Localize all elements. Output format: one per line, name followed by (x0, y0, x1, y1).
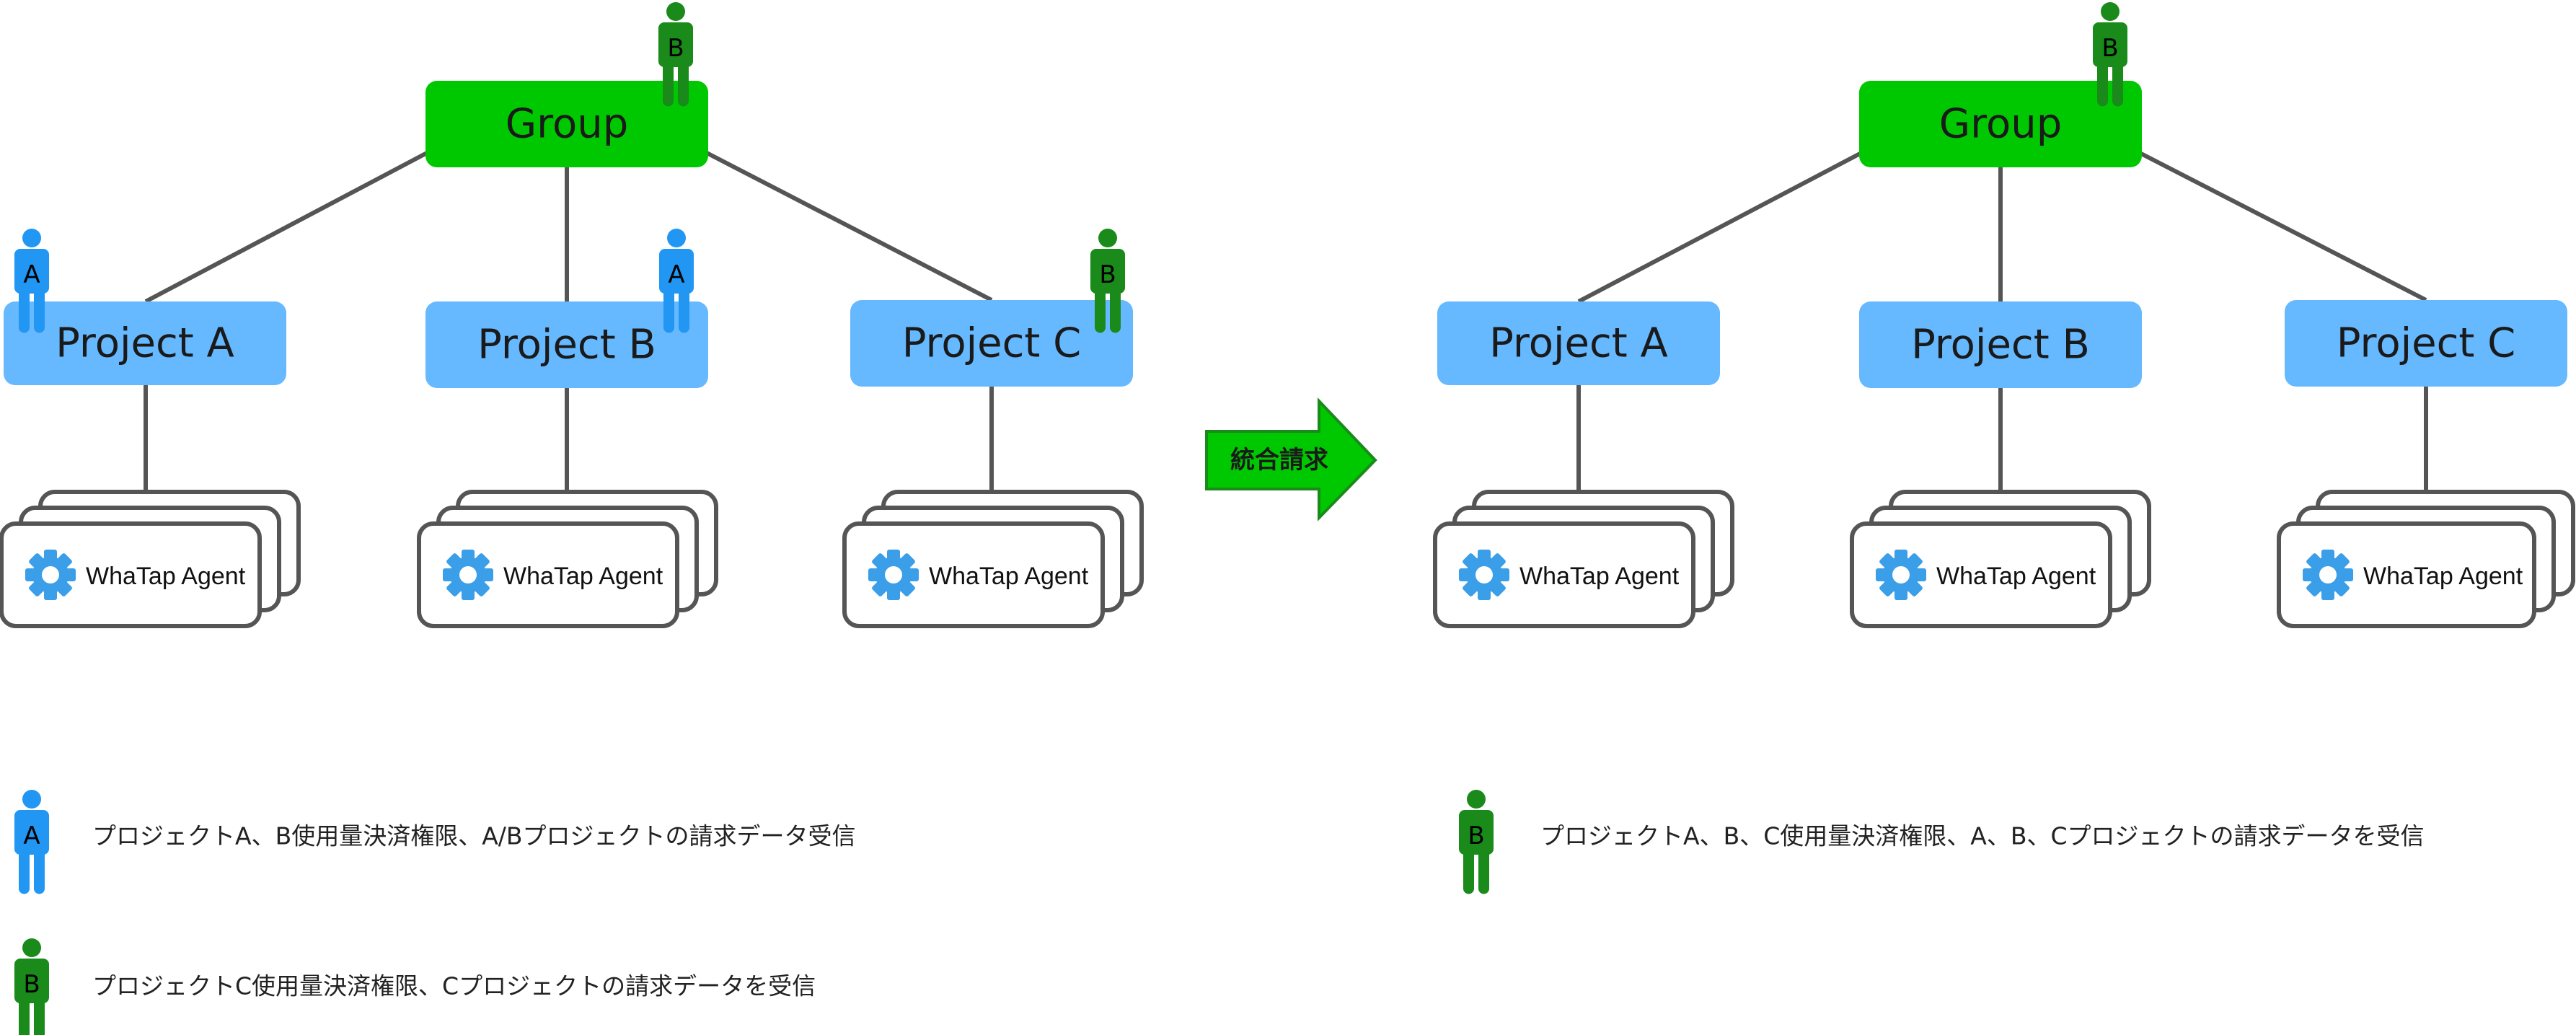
project-a-owner-person-a-icon: A (14, 229, 49, 333)
project-node-a: Project A (1437, 301, 1720, 385)
agent-stack-a: WhaTap Agent (1433, 490, 1734, 628)
project-box (1859, 301, 2142, 388)
consolidated-billing-arrow: 統合請求 (1205, 397, 1377, 521)
project-b-owner-person-a-icon: A (659, 229, 694, 333)
group-box (425, 81, 708, 167)
person-badge-label: A (23, 260, 40, 289)
project-box (2285, 300, 2567, 387)
legend-text: プロジェクトA、B、C使用量決済権限、A、B、Cプロジェクトの請求データを受信 (1540, 822, 2425, 850)
group-owner-person-b-icon: B (658, 2, 693, 107)
group-label: Group (1939, 101, 2063, 148)
person-b-icon: B (14, 938, 49, 1035)
project-box (4, 301, 286, 385)
agent-label: WhaTap Agent (1936, 563, 2096, 590)
agent-card (0, 521, 262, 628)
gear-icon (868, 550, 919, 600)
person-b-icon: B (1459, 790, 1494, 894)
person-badge-label: A (23, 822, 40, 850)
group-node: Group (425, 81, 708, 167)
project-label: Project B (1911, 322, 2090, 369)
project-box (1437, 301, 1720, 385)
person-badge-label: B (23, 970, 40, 999)
project-node-a: Project A (4, 301, 286, 385)
agent-stack-c: WhaTap Agent (2277, 490, 2575, 628)
agent-stack-c: WhaTap Agent (842, 490, 1144, 628)
legend-item-b-right: B プロジェクトA、B、C使用量決済権限、A、B、Cプロジェクトの請求データを受… (1459, 790, 2425, 894)
project-box (425, 301, 708, 388)
agent-label: WhaTap Agent (503, 563, 663, 590)
project-label: Project C (902, 320, 1082, 367)
legend-item-a: A プロジェクトA、B使用量決済権限、A/Bプロジェクトの請求データ受信 (14, 790, 856, 894)
project-node-c: Project C (2285, 300, 2567, 387)
legend-text: プロジェクトC使用量決済権限、Cプロジェクトの請求データを受信 (92, 972, 816, 1000)
agent-card (417, 521, 679, 628)
right-connectors (1576, 151, 2428, 490)
connector-group-project-c (2138, 151, 2427, 302)
group-label: Group (506, 101, 629, 148)
connector-group-project-c (705, 151, 993, 302)
arrow-label: 統合請求 (1230, 446, 1328, 475)
agent-card (2277, 521, 2536, 628)
gear-icon (443, 550, 493, 600)
legend: A プロジェクトA、B使用量決済権限、A/Bプロジェクトの請求データ受信 B プ… (14, 790, 2425, 1035)
agent-label: WhaTap Agent (86, 563, 246, 590)
legend-item-b-left: B プロジェクトC使用量決済権限、Cプロジェクトの請求データを受信 (14, 938, 816, 1035)
person-badge-label: B (1099, 260, 1116, 289)
project-label: Project B (477, 322, 656, 369)
agent-stack-b: WhaTap Agent (1850, 490, 2151, 628)
project-node-b: Project B (425, 301, 708, 388)
gear-icon (1459, 550, 1509, 600)
right-diagram: Group B Project A Project B Project C Wh… (1433, 2, 2575, 628)
project-node-b: Project B (1859, 301, 2142, 388)
left-connectors (144, 151, 994, 490)
group-node: Group (1859, 81, 2142, 167)
project-c-owner-person-b-icon: B (1090, 229, 1125, 333)
person-a-icon: A (14, 790, 49, 894)
agent-stack-a: WhaTap Agent (0, 490, 301, 628)
person-badge-label: A (668, 260, 684, 289)
arrow-right-icon (1205, 397, 1377, 521)
gear-icon (25, 550, 76, 600)
legend-text: プロジェクトA、B使用量決済権限、A/Bプロジェクトの請求データ受信 (92, 822, 856, 850)
group-owner-person-b-icon: B (2093, 2, 2127, 107)
agent-stack-b: WhaTap Agent (417, 490, 718, 628)
person-badge-label: B (1468, 822, 1484, 850)
agent-label: WhaTap Agent (1519, 563, 1680, 590)
project-label: Project A (1489, 320, 1668, 367)
connector-group-project-a (1577, 151, 1863, 304)
agent-card (842, 521, 1105, 628)
agent-card (1433, 521, 1695, 628)
project-label: Project A (56, 320, 234, 367)
gear-icon (2303, 550, 2353, 600)
gear-icon (1876, 550, 1926, 600)
project-label: Project C (2337, 320, 2516, 367)
agent-card (1850, 521, 2112, 628)
left-diagram: Group B Project A A Project B A Project … (0, 2, 1144, 628)
project-node-c: Project C (850, 300, 1133, 387)
project-box (850, 300, 1133, 387)
group-box (1859, 81, 2142, 167)
person-badge-label: B (2101, 34, 2118, 63)
person-badge-label: B (667, 34, 684, 63)
connector-group-project-a (144, 151, 428, 304)
agent-label: WhaTap Agent (929, 563, 1089, 590)
agent-label: WhaTap Agent (2363, 563, 2523, 590)
